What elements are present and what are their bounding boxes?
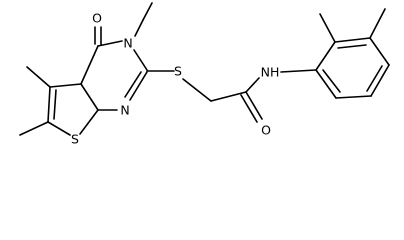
bond-ar-c5-c6 bbox=[335, 95, 372, 99]
atom-label-carbonyl-oxygen: O bbox=[92, 11, 102, 26]
bond-c6-s bbox=[47, 121, 71, 136]
bond-ar-c2-c3 bbox=[334, 37, 371, 43]
bond-ar-c1-c2 bbox=[315, 41, 336, 71]
bond-ethyl-ch2 bbox=[134, 19, 144, 37]
atom-label-amide-oxygen: O bbox=[261, 123, 271, 138]
bond-n3-c2 bbox=[133, 49, 148, 71]
bond-ar-c4-c5 bbox=[370, 64, 390, 97]
atom-label-amide-nitrogen: NH bbox=[261, 65, 280, 80]
bond-c5-methyl bbox=[26, 66, 51, 88]
bond-ar-c6-c1-double bbox=[322, 69, 341, 93]
bond-c2-n1 bbox=[129, 71, 148, 101]
atom-label-thiophene-sulfur: S bbox=[71, 132, 79, 147]
bond-s-c7a bbox=[79, 109, 99, 135]
bond-s-ch2 bbox=[182, 78, 212, 102]
bond-ar-c6-c1 bbox=[315, 69, 337, 99]
bond-ch2-co bbox=[210, 91, 247, 102]
bond-c4-n3 bbox=[97, 40, 123, 47]
bond-ar-c4-c5-double bbox=[366, 65, 383, 92]
bond-ethyl-ch3 bbox=[142, 2, 153, 21]
bond-c4a-c4 bbox=[80, 45, 99, 85]
atom-labels: O N N S S NH O bbox=[71, 11, 279, 147]
bonds bbox=[19, 2, 390, 136]
bond-c4a-c5 bbox=[49, 83, 82, 88]
bond-co-o-double bbox=[240, 94, 258, 123]
atom-label-ring-nitrogen-n3: N bbox=[123, 36, 132, 51]
bond-c5-c6 bbox=[47, 86, 51, 123]
atom-label-thioether-sulfur: S bbox=[174, 64, 182, 79]
bond-ar-methyl-meta bbox=[369, 8, 386, 39]
bond-c7a-c4a bbox=[80, 83, 99, 111]
bond-co-nh bbox=[245, 77, 260, 93]
bond-c2-n1-double bbox=[124, 71, 142, 98]
bond-c6-methyl bbox=[19, 121, 49, 136]
bond-c5-c6-double bbox=[53, 89, 57, 120]
bond-co-o bbox=[245, 91, 263, 120]
bond-ar-c2-c3-double bbox=[337, 44, 367, 49]
bond-nh-aryl bbox=[280, 69, 317, 73]
atom-label-ring-nitrogen-n1: N bbox=[120, 103, 129, 118]
bond-ar-methyl-ortho bbox=[319, 13, 336, 43]
bond-ar-c3-c4 bbox=[369, 37, 390, 66]
molecule-diagram: O N N S S NH O bbox=[19, 2, 390, 147]
